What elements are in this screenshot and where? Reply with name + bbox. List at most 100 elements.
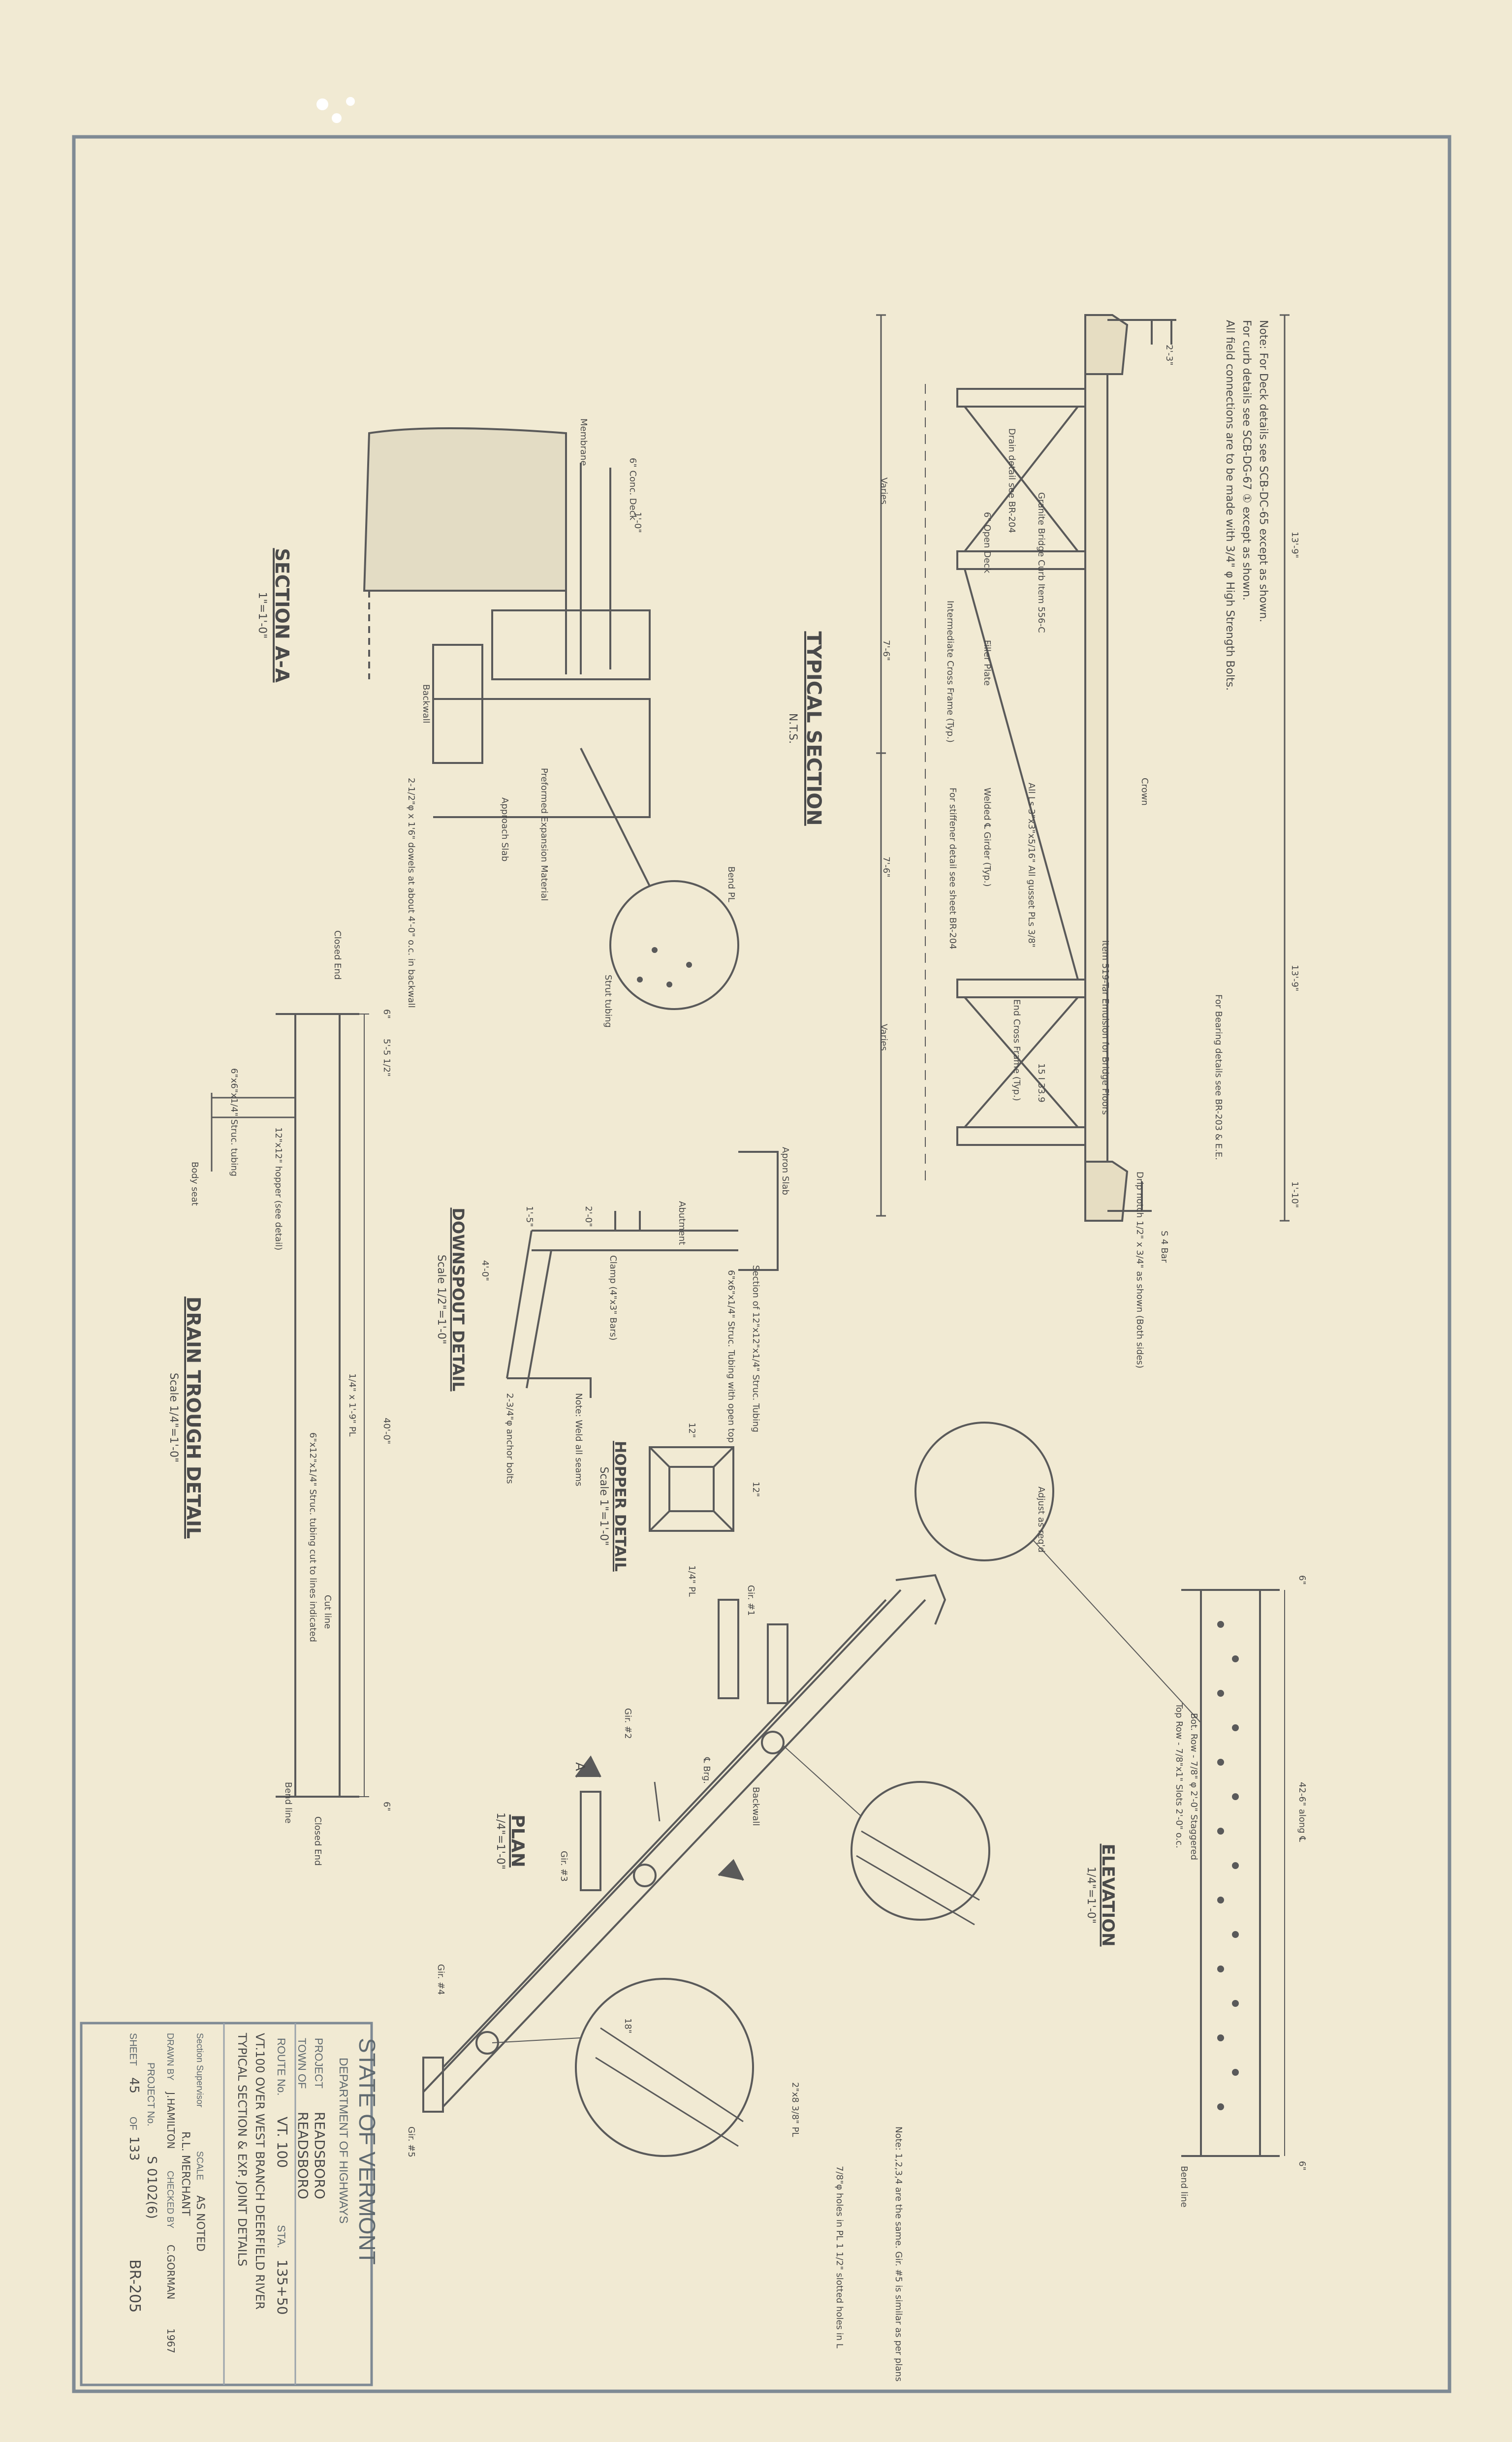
label-plan-splice-pl: 2"x8 3/8" PL — [790, 2082, 800, 2137]
dim-7-6a: 7'-6" — [881, 640, 891, 661]
sheet-border — [72, 135, 1451, 2393]
label-anchor-bolts: 2-3/4"φ anchor bolts — [504, 1393, 515, 1484]
label-membrane-aa: Membrane — [578, 418, 589, 466]
elevation-drawing — [914, 1422, 1285, 2157]
dim-7-6b: 7'-6" — [881, 856, 891, 878]
section-aa-title-block: SECTION A-A 1"=1'-0" — [256, 548, 293, 683]
description-line-2: TYPICAL SECTION & EXP. JOINT DETAILS — [235, 2032, 249, 2266]
typical-section-title: TYPICAL SECTION N.T.S. — [787, 631, 825, 825]
section-aa-title: SECTION A-A — [271, 548, 293, 683]
hopper-drawing — [649, 1446, 734, 1532]
general-note-2: For curb details see SCB-DG-67 ① except … — [1240, 320, 1253, 601]
label-closed-end-top: Closed End — [332, 930, 343, 980]
downspout-title: DOWNSPOUT DETAIL — [449, 1207, 468, 1391]
drain-trough-title: DRAIN TROUGH DETAIL — [183, 1297, 204, 1539]
label-sealant: Preformed Expansion Material — [539, 768, 549, 901]
label-beam-size: 15 I 33.9 — [1036, 1063, 1046, 1103]
value-project: READSBORO — [312, 2112, 328, 2199]
dim-2-3: 2'-3" — [1164, 345, 1174, 366]
label-plan-brg: ℄ Brg. — [701, 1757, 712, 1784]
drain-trough-title-block: DRAIN TROUGH DETAIL Scale 1/4"=1'-0" — [167, 1297, 204, 1539]
label-drawn: DRAWN BY — [165, 2033, 175, 2080]
value-scale: AS NOTED — [194, 2195, 206, 2252]
label-bend-line: Bend line — [283, 1782, 293, 1823]
dim-hopper-side: 12" — [751, 1482, 761, 1497]
dim-6a: 6" — [381, 1009, 392, 1019]
label-gir-1: Gir. #1 — [746, 1585, 756, 1616]
label-bend-pl: Bend PL — [726, 866, 736, 902]
drain-trough-labels: Closed End Closed End 12"x12" hopper (se… — [189, 930, 392, 1866]
dim-hopper-top: 12" — [687, 1423, 697, 1438]
label-gir-3: Gir. #3 — [559, 1851, 569, 1882]
label-conc-deck: 6" Conc. Deck — [628, 458, 638, 521]
label-strut-tubing-trough: 6"x6"x1/4" Struc. tubing — [229, 1068, 239, 1176]
dim-1-5: 1'-5" — [524, 1206, 535, 1227]
plan-drawing — [422, 1574, 990, 2157]
dim-13-9a: 13'-9" — [1290, 532, 1300, 558]
title-state: STATE OF VERMONT — [354, 2038, 380, 2265]
typical-section-title: TYPICAL SECTION — [802, 631, 825, 825]
label-abutment: Abutment — [677, 1201, 687, 1245]
hopper-labels: 12" 12" 1/4" PL — [687, 1423, 761, 1597]
plan-title: PLAN — [507, 1814, 528, 1867]
label-strut-tubing-aa: Strut tubing — [603, 975, 613, 1028]
elevation-scale: 1/4"=1'-0" — [1085, 1867, 1097, 1924]
value-checked: C.GORMAN — [165, 2245, 177, 2299]
label-varies-right: Varies — [879, 1024, 889, 1051]
value-of: 133 — [126, 2136, 141, 2161]
label-varies-left: Varies — [879, 477, 889, 505]
punch-hole — [316, 98, 328, 110]
label-sheet: SHEET — [127, 2033, 138, 2066]
dim-1-10: 1'-10" — [1290, 1181, 1300, 1208]
label-struc-tubing-cut: 6"x12"x1/4" Struc. tubing cut to lines i… — [308, 1432, 318, 1642]
value-supervisor: R.L. MERCHANT — [179, 2131, 191, 2216]
label-route: ROUTE No. — [275, 2038, 287, 2095]
label-granite-curb: Granite Bridge Curb Item 556-C — [1036, 492, 1046, 633]
value-sta: 135+50 — [274, 2259, 290, 2315]
label-open-deck: 6" Open Deck — [982, 512, 992, 573]
label-apron-slab: Apron Slab — [780, 1147, 790, 1195]
label-of: OF — [127, 2117, 138, 2130]
hopper-title-block: HOPPER DETAIL Scale 1"=1'-0" — [598, 1441, 629, 1572]
label-clamp: Clamp (4"x3" Bars) — [608, 1255, 618, 1340]
label-gir-2: Gir. #2 — [623, 1708, 633, 1739]
dim-6b: 6" — [381, 1802, 392, 1811]
plan-labels: A Backwall ℄ Brg. Gir. #1 Gir. #2 Gir. #… — [406, 1585, 904, 2381]
label-cut-line: Cut line — [322, 1595, 333, 1629]
dim-2-0: 2'-0" — [583, 1206, 594, 1227]
typical-section-notes: Note: For Deck details see SCB-DC-65 exc… — [1224, 320, 1269, 691]
label-welded-girder: Welded ℄ Girder (Typ.) — [982, 788, 992, 887]
label-all-ls: All Ls 3"x3"x5/16" All gusset PLs 3/8" — [1026, 783, 1037, 948]
downspout-drawing — [506, 1151, 779, 1398]
label-project: PROJECT — [313, 2038, 325, 2089]
label-strut-tubing-open: 6"x6"x1/4" Struc. Tubing with open top — [726, 1270, 736, 1443]
general-note-1: Note: For Deck details see SCB-DC-65 exc… — [1257, 320, 1269, 622]
label-approach-slab: Approach Slab — [500, 797, 510, 861]
label-s4-bar: S 4 Bar — [1159, 1231, 1169, 1263]
label-adjust: Adjust as req'd — [1036, 1487, 1046, 1553]
dim-elev-6a: 6" — [1297, 1575, 1307, 1585]
label-weld-note: Note: Weld all seams — [573, 1393, 584, 1487]
title-block: STATE OF VERMONT DEPARTMENT OF HIGHWAYS … — [80, 2022, 380, 2386]
drawing-number: BR-205 — [126, 2259, 143, 2313]
label-backwall: Backwall — [421, 684, 431, 723]
label-spacing: 42-6" along ℄ — [1297, 1782, 1307, 1842]
dim-40-0: 40'-0" — [381, 1418, 392, 1444]
dim-1-0: 1'-0" — [632, 512, 643, 533]
label-body-seat: Body seat — [189, 1162, 200, 1206]
label-end-cross-frame: End Cross Frame (Typ.) — [1011, 999, 1022, 1101]
plan-title-block: PLAN 1/4"=1'-0" — [494, 1812, 528, 1870]
label-plan-holes-note: 7/8"φ holes in PL 1 1/2" slotted holes i… — [834, 2166, 845, 2348]
hopper-title: HOPPER DETAIL — [611, 1441, 629, 1572]
label-gir-4: Gir. #4 — [436, 1964, 446, 1995]
label-grout-note: 2-1/2"φ x 1'6" dowels at about 4'-0" o.c… — [406, 778, 416, 1008]
value-date: 1967 — [165, 2328, 177, 2353]
label-crown: Crown — [1139, 778, 1150, 806]
downspout-labels: Abutment Apron Slab Section of 12"x12"x1… — [480, 1147, 790, 1487]
label-intermediate-cross-frame: Intermediate Cross Frame (Typ.) — [945, 601, 955, 743]
label-bot-row: Bot. Row - 7/8" φ 2'-0" Staggered — [1189, 1713, 1199, 1860]
downspout-scale: Scale 1/2"=1'-0" — [435, 1255, 447, 1344]
section-aa-drawing — [363, 427, 739, 1010]
